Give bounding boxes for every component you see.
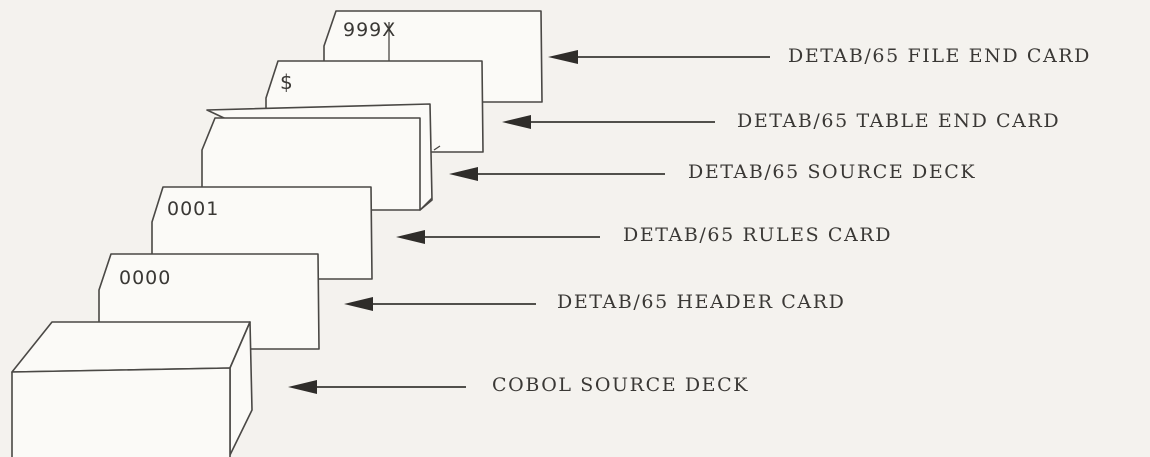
arrow-source-deck (449, 167, 665, 181)
label-source-deck: DETAB/65 SOURCE DECK (688, 163, 976, 182)
arrow-cobol (288, 380, 466, 394)
header-card-code: 0000 (119, 269, 171, 288)
label-header-card: DETAB/65 HEADER CARD (557, 293, 845, 312)
rules-card-code: 0001 (167, 200, 219, 219)
cobol-deck-front (12, 368, 230, 457)
cobol-deck-top (12, 322, 250, 372)
table-end-card-code: $ (280, 72, 294, 92)
arrow-file-end (548, 50, 770, 64)
arrow-header (344, 297, 536, 311)
label-table-end-card: DETAB/65 TABLE END CARD (737, 112, 1060, 131)
file-end-card-code: 999X (343, 21, 396, 40)
label-rules-card: DETAB/65 RULES CARD (623, 226, 892, 245)
label-file-end-card: DETAB/65 FILE END CARD (788, 47, 1091, 66)
label-cobol-source-deck: COBOL SOURCE DECK (492, 376, 749, 395)
arrow-table-end (502, 115, 715, 129)
arrow-rules (396, 230, 600, 244)
